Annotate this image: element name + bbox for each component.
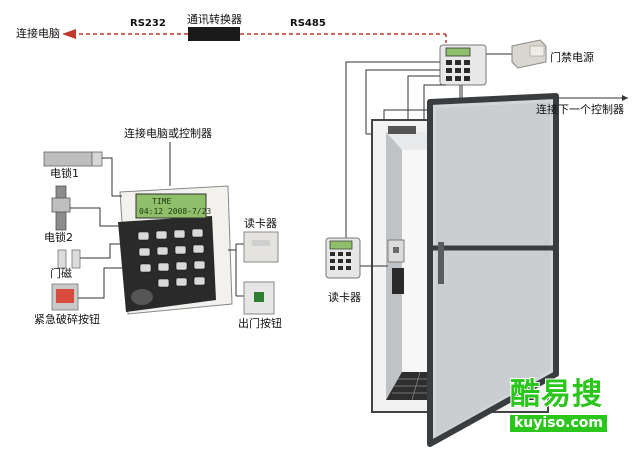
converter-label: 通讯转换器 xyxy=(187,13,242,26)
connect-pc-or-controller-label: 连接电脑或控制器 xyxy=(124,127,212,140)
door-sensor-icon xyxy=(57,249,81,269)
connect-pc-label: 连接电脑 xyxy=(16,27,60,40)
exit-button-icon xyxy=(243,281,275,315)
exit-button-door-icon xyxy=(387,239,405,263)
converter-box xyxy=(188,27,240,41)
arrow-left-icon xyxy=(62,29,76,39)
lock2-icon xyxy=(51,185,71,231)
emergency-button-icon xyxy=(51,283,79,311)
maglock-icon xyxy=(388,126,416,134)
card-reader-icon xyxy=(243,231,279,263)
door-sensor-label: 门磁 xyxy=(50,267,72,280)
door-reader-icon xyxy=(392,268,404,294)
watermark-cn: 酷易搜 xyxy=(509,377,603,413)
controller-top xyxy=(439,44,487,86)
card-reader-label: 读卡器 xyxy=(244,217,277,230)
door-power-label: 门禁电源 xyxy=(550,51,594,64)
reader-door-icon xyxy=(325,237,361,279)
watermark-logo: 酷易搜 kuyiso.com xyxy=(509,377,628,440)
lock1-label: 电锁1 xyxy=(50,167,79,180)
door-reader-label: 读卡器 xyxy=(328,291,361,304)
lock2-label: 电锁2 xyxy=(44,231,73,244)
rs232-label: RS232 xyxy=(130,18,166,29)
main-controller xyxy=(118,185,233,315)
lock1-icon xyxy=(43,151,103,167)
rs485-label: RS485 xyxy=(290,18,326,29)
connect-next-label: 连接下一个控制器 xyxy=(536,103,624,116)
door-panel xyxy=(427,93,559,447)
watermark-en: kuyiso.com xyxy=(510,415,607,432)
lcd-line1: TIME xyxy=(152,197,172,206)
power-supply-icon xyxy=(511,39,547,69)
emergency-button-label: 紧急破碎按钮 xyxy=(34,313,100,326)
exit-button-label: 出门按钮 xyxy=(238,317,282,330)
lcd-line2: 04:12 2008-7/23 xyxy=(139,207,212,216)
